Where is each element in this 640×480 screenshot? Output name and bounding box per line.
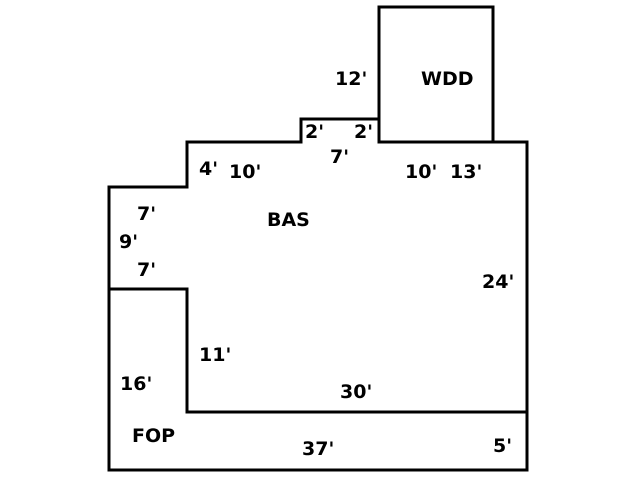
dim-top-right-a: 10' [405,161,437,183]
dim-fop-height: 16' [120,373,152,395]
dim-right-side: 24' [482,271,514,293]
area-label-wdd: WDD [421,68,474,90]
dim-fop-bottom-right: 5' [493,435,512,457]
dim-left-lower: 7' [137,259,156,281]
area-label-bas: BAS [267,209,310,231]
dim-left-riser: 4' [199,158,218,180]
dim-fop-inner: 11' [199,344,231,366]
dim-total-bottom: 37' [302,438,334,460]
dim-wdd-height: 12' [335,68,367,90]
bas-outline [107,117,529,472]
dim-step-width: 7' [330,146,349,168]
dim-top-left: 10' [229,161,261,183]
dim-step-right: 2' [354,121,373,143]
dim-left-upper: 7' [137,203,156,225]
dim-step-left: 2' [305,121,324,143]
dim-top-right-b: 13' [450,161,482,183]
area-label-fop: FOP [132,425,175,447]
dim-bas-bottom: 30' [340,381,372,403]
dim-left-side: 9' [119,231,138,253]
fop-outline [107,287,529,414]
